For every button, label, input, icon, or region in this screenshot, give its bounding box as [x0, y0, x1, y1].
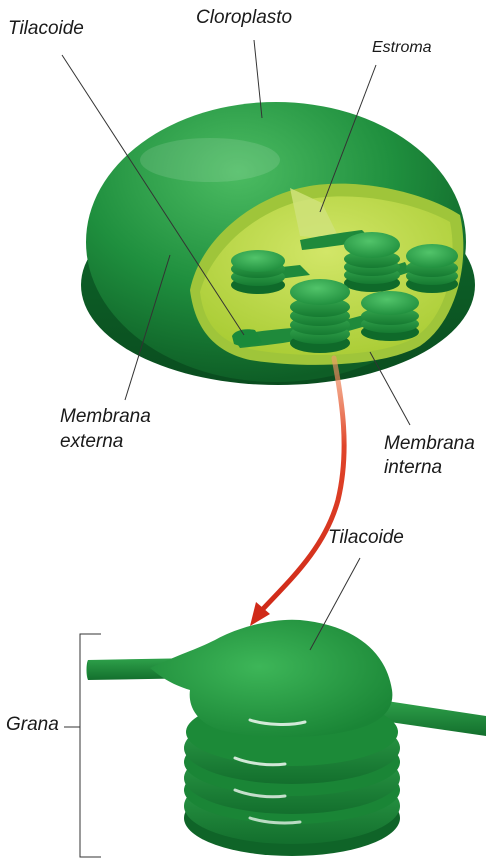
thylakoid-disk — [150, 620, 392, 738]
label-estroma: Estroma — [372, 38, 432, 58]
label-membrana-interna-line2: interna — [384, 456, 442, 480]
label-grana: Grana — [6, 713, 59, 737]
granum-closeup — [87, 620, 487, 856]
label-tilacoide-bottom: Tilacoide — [328, 526, 404, 550]
zoom-arrow — [250, 358, 344, 626]
label-membrana-interna-line1: Membrana — [384, 432, 475, 456]
label-tilacoide-top: Tilacoide — [8, 17, 84, 41]
label-membrana-externa-line1: Membrana — [60, 405, 151, 429]
label-membrana-externa-line2: externa — [60, 430, 123, 454]
label-cloroplasto: Cloroplasto — [196, 6, 292, 30]
